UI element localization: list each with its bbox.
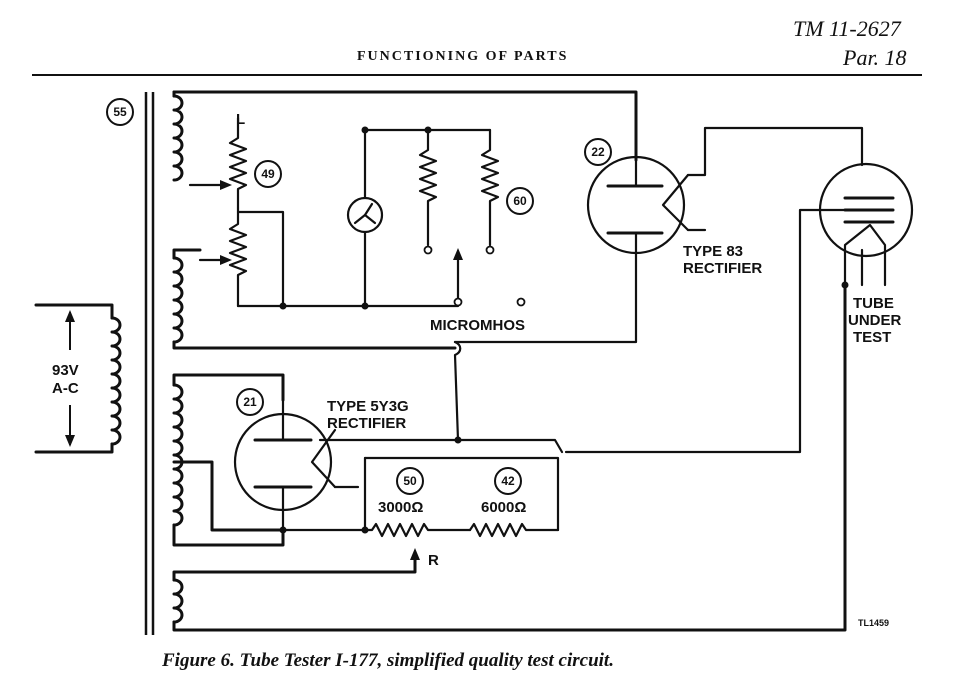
primary-winding: 93V A-C <box>34 303 122 454</box>
ref-50-label: 50 <box>403 474 417 488</box>
type5y3g-label: TYPE 5Y3G <box>327 398 409 415</box>
secondary-winding-bottom <box>172 283 847 632</box>
label-L: L <box>236 111 245 128</box>
secondary-winding-lower <box>172 373 285 547</box>
tube-test-label: TEST <box>853 329 891 346</box>
resistors-60: 60 MICROMHOS <box>361 126 534 334</box>
r42-value: 6000Ω <box>481 499 526 516</box>
rectifier-5y3g-tube: 21 TYPE 5Y3G RECTIFIER <box>233 388 409 532</box>
tube-under-test: TUBE UNDER TEST <box>818 162 914 346</box>
ref-22-label: 22 <box>591 145 605 159</box>
type5y3g-rectifier-label: RECTIFIER <box>327 415 406 432</box>
transformer-core <box>144 92 155 635</box>
ref-42-label: 42 <box>501 474 515 488</box>
tube-under-label: UNDER <box>848 312 902 329</box>
resistors-50-42: 50 42 3000Ω 6000Ω R <box>279 456 560 569</box>
ref-60-label: 60 <box>513 194 527 208</box>
svg-text:55: 55 <box>113 105 127 119</box>
potentiometer-49: L 49 <box>188 111 460 310</box>
rectifier-83-tube: 22 TYPE 83 RECTIFIER <box>453 126 864 344</box>
label-R: R <box>428 552 439 569</box>
voltage-label: 93V <box>52 362 79 379</box>
ref-49-label: 49 <box>261 167 275 181</box>
header-rule <box>32 74 922 76</box>
type83-rectifier-label: RECTIFIER <box>683 260 762 277</box>
voltage-ac-label: A-C <box>52 380 79 397</box>
section-title: FUNCTIONING OF PARTS <box>357 49 569 64</box>
tube-label: TUBE <box>853 295 894 312</box>
micromhos-label: MICROMHOS <box>430 317 525 334</box>
ref-21-label: 21 <box>243 395 257 409</box>
manual-number: TM 11-2627 <box>793 16 901 41</box>
meter-icon <box>346 128 384 308</box>
plate-feed-line <box>318 208 864 454</box>
ref-55-callout: 55 <box>106 98 134 126</box>
secondary-winding-top <box>172 90 638 182</box>
type83-label: TYPE 83 <box>683 243 743 260</box>
paragraph-number: Par. 18 <box>843 45 907 70</box>
figure-caption: Figure 6. Tube Tester I-177, simplified … <box>162 650 614 671</box>
r50-value: 3000Ω <box>378 499 423 516</box>
secondary-winding-middle <box>172 248 457 350</box>
figure-code: TL1459 <box>858 618 889 628</box>
